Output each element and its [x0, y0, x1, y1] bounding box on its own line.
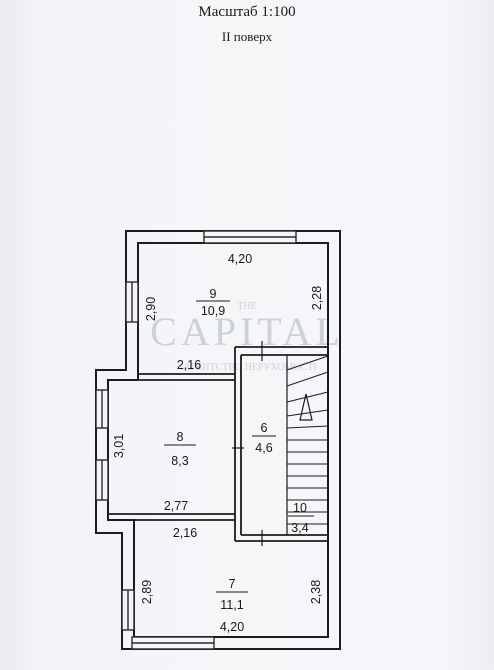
dim-room9-left: 2,90 — [144, 297, 158, 321]
stair-arrow-icon — [299, 393, 313, 421]
interior-walls — [108, 346, 328, 542]
dim-room8-bottom: 2,77 — [164, 499, 188, 513]
door-marks — [232, 341, 263, 546]
dim-room9-bottom: 2,16 — [177, 358, 201, 372]
watermark-line3: АГЕНТСТВО НЕРУХОМОСТІ — [183, 362, 317, 373]
scale-label: Масштаб 1:100 — [198, 4, 296, 20]
room-6-number: 6 — [261, 421, 268, 435]
room-7-number: 7 — [229, 577, 236, 591]
room-7-area: 11,1 — [220, 598, 243, 612]
room-6-area: 4,6 — [255, 441, 272, 455]
room-9-area: 10,9 — [201, 304, 225, 318]
watermark-line1: THE — [237, 301, 256, 312]
dim-room7-top: 2,16 — [173, 526, 197, 540]
room-10-area: 3,4 — [291, 521, 308, 535]
dimension-labels: 4,20 2,90 2,28 2,16 3,01 2,77 2,16 2,89 … — [112, 252, 324, 634]
room-8-number: 8 — [177, 430, 184, 444]
room-10-number: 10 — [293, 501, 307, 515]
dim-room9-right: 2,28 — [310, 286, 324, 310]
windows — [95, 230, 297, 650]
dim-room7-left: 2,89 — [140, 580, 154, 604]
dim-room8-left: 3,01 — [112, 434, 126, 458]
floor-label: II поверх — [221, 29, 273, 44]
room-8-area: 8,3 — [171, 454, 188, 468]
dim-room7-right: 2,38 — [309, 580, 323, 604]
room-9-number: 9 — [210, 287, 217, 301]
stairs — [286, 355, 329, 525]
dim-room9-width: 4,20 — [228, 252, 252, 266]
dim-room7-width: 4,20 — [220, 620, 244, 634]
room-labels: 9 10,9 8 8,3 6 4,6 10 3,4 7 11,1 — [164, 287, 314, 612]
